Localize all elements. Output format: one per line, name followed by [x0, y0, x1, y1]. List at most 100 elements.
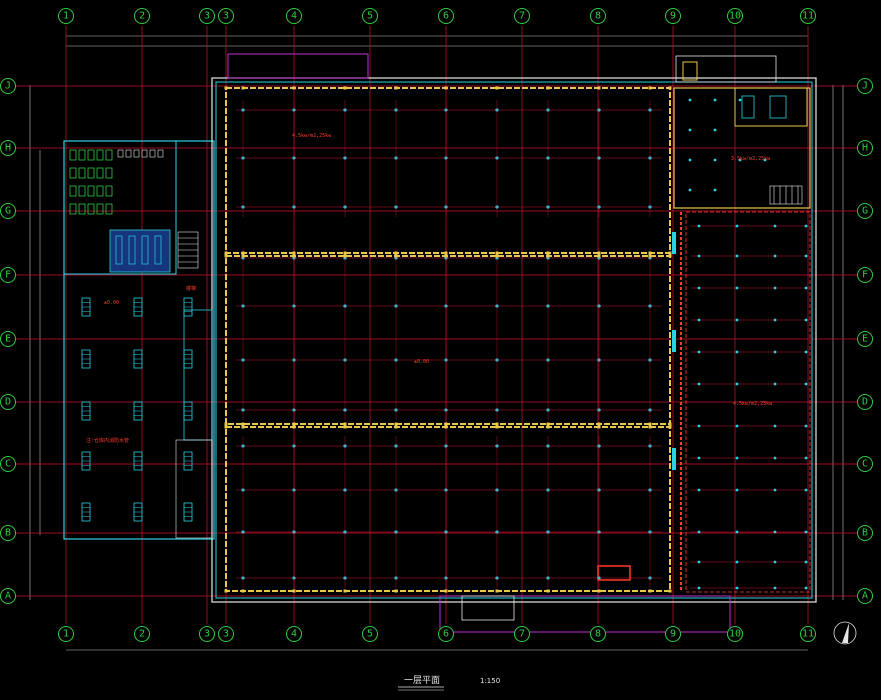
- column-0-4: [444, 86, 448, 90]
- column-1-1: [292, 251, 296, 255]
- toilet-2-4: [105, 185, 113, 197]
- sprinkler-right-1-0: [697, 254, 701, 258]
- axis-bubble-top-3-label: 3: [204, 11, 210, 22]
- toilet-2-0: [69, 185, 77, 197]
- axis-bubble-right-B: B: [857, 525, 873, 541]
- axis-bubble-left-G-ring: [0, 203, 16, 219]
- axis-bubble-bottom-4-label: 4: [291, 629, 297, 640]
- sprinkler-right-4-3: [804, 350, 808, 354]
- toilet-3-4: [105, 203, 113, 215]
- sink-5: [157, 149, 164, 158]
- sprinkler-right-1-2: [773, 254, 777, 258]
- toilet-3-1: [78, 203, 86, 215]
- stair-lower-left: [175, 439, 213, 539]
- axis-bubble-right-F: F: [857, 267, 873, 283]
- axis-bubble-left-A-ring: [0, 588, 16, 604]
- axis-bubble-left-B-label: B: [5, 528, 11, 539]
- sprinkler-right-1-1: [735, 254, 739, 258]
- sprinkler-right-1-3: [804, 254, 808, 258]
- sprinkler-right-3-1: [735, 318, 739, 322]
- axis-bubble-top-extra-ring: [218, 8, 234, 24]
- axis-bubble-right-A-ring: [857, 588, 873, 604]
- sink-2: [133, 149, 140, 158]
- axis-bubble-bottom-6-ring: [438, 626, 454, 642]
- sprinkler-right-0-2: [773, 224, 777, 228]
- column-0-8: [648, 86, 652, 90]
- toilet-1-3: [96, 167, 104, 179]
- column-1-9: [224, 251, 228, 255]
- sprinkler-right-5-0: [697, 382, 701, 386]
- column-5-5: [495, 589, 499, 593]
- axis-bubble-top-extra: 3: [218, 8, 234, 24]
- sprinkler-right-10-3: [804, 560, 808, 564]
- axis-bubble-top-1: 1: [58, 8, 74, 24]
- column-2-0: [241, 254, 245, 258]
- axis-bubble-left-E-ring: [0, 331, 16, 347]
- stair-right: [769, 185, 803, 205]
- axis-bubble-top-4-label: 4: [291, 11, 297, 22]
- sprinkler-room-1: [713, 98, 717, 102]
- sprinkler-right-9-3: [804, 530, 808, 534]
- axis-bubble-bottom-2-ring: [134, 626, 150, 642]
- axis-bubble-bottom-8-ring: [590, 626, 606, 642]
- sprinkler-layout: [224, 86, 810, 593]
- axis-bubble-bottom-4: 4: [286, 626, 302, 642]
- sprinkler-right-5-2: [773, 382, 777, 386]
- locker-0: [115, 235, 123, 265]
- axis-bubble-top-7: 7: [514, 8, 530, 24]
- column-2-9: [224, 254, 228, 258]
- stair-note: 楼梯: [186, 285, 196, 292]
- sprinkler-right-4-2: [773, 350, 777, 354]
- axis-bubble-left-H-ring: [0, 140, 16, 156]
- axis-bubble-left-H: H: [0, 140, 16, 156]
- column-4-2: [343, 425, 347, 429]
- axis-bubble-top-7-label: 7: [519, 11, 525, 22]
- column-1-8: [648, 251, 652, 255]
- sprinkler-right-10-1: [735, 560, 739, 564]
- axis-bubble-top-11: 11: [800, 8, 816, 24]
- axis-bubble-bottom-3-label: 3: [204, 629, 210, 640]
- sprinkler-right-10-2: [773, 560, 777, 564]
- axis-bubble-right-D-label: D: [862, 397, 868, 408]
- equipment-1: [741, 95, 755, 119]
- column-5-0: [241, 589, 245, 593]
- rack-1-0: [81, 349, 91, 369]
- column-5-10: [668, 589, 672, 593]
- axis-bubble-right-J: J: [857, 78, 873, 94]
- area-right-lower-label: 4.5kw/m2,25kw: [733, 401, 773, 407]
- rack-2-2: [183, 401, 193, 421]
- axis-bubble-right-A-label: A: [862, 591, 868, 602]
- locker-3: [154, 235, 162, 265]
- rack-4-2: [183, 502, 193, 522]
- axis-bubble-bottom-9: 9: [665, 626, 681, 642]
- toilet-3-3: [96, 203, 104, 215]
- sprinkler-right-3-0: [697, 318, 701, 322]
- column-2-6: [546, 254, 550, 258]
- axis-bubble-bottom-9-ring: [665, 626, 681, 642]
- column-4-9: [224, 425, 228, 429]
- locker-2: [141, 235, 149, 265]
- column-2-5: [495, 254, 499, 258]
- axis-bubble-right-D-ring: [857, 394, 873, 410]
- column-1-2: [343, 251, 347, 255]
- toilet-0-3: [96, 149, 104, 161]
- axis-bubble-top-9-ring: [665, 8, 681, 24]
- column-3-8: [648, 422, 652, 426]
- locker-1: [128, 235, 136, 265]
- axis-bubble-bottom-11-ring: [800, 626, 816, 642]
- sprinkler-right-10-0: [697, 560, 701, 564]
- axis-bubble-left-F: F: [0, 267, 16, 283]
- axis-bubble-bottom-1-ring: [58, 626, 74, 642]
- axis-bubble-left-E: E: [0, 331, 16, 347]
- axis-bubble-left-E-label: E: [5, 334, 11, 345]
- left-red-note: 注:仓库内消防水管: [86, 437, 129, 444]
- axis-bubble-top-6: 6: [438, 8, 454, 24]
- axis-bubble-left-G-label: G: [5, 206, 11, 217]
- sprinkler-room-4: [713, 128, 717, 132]
- sprinkler-right-7-3: [804, 456, 808, 460]
- axis-bubble-right-G-label: G: [862, 206, 868, 217]
- axis-bubble-bottom-2-label: 2: [139, 629, 145, 640]
- axis-bubble-bottom-3-ring: [199, 626, 215, 642]
- rack-2-0: [81, 401, 91, 421]
- top-right-annex: [675, 55, 777, 83]
